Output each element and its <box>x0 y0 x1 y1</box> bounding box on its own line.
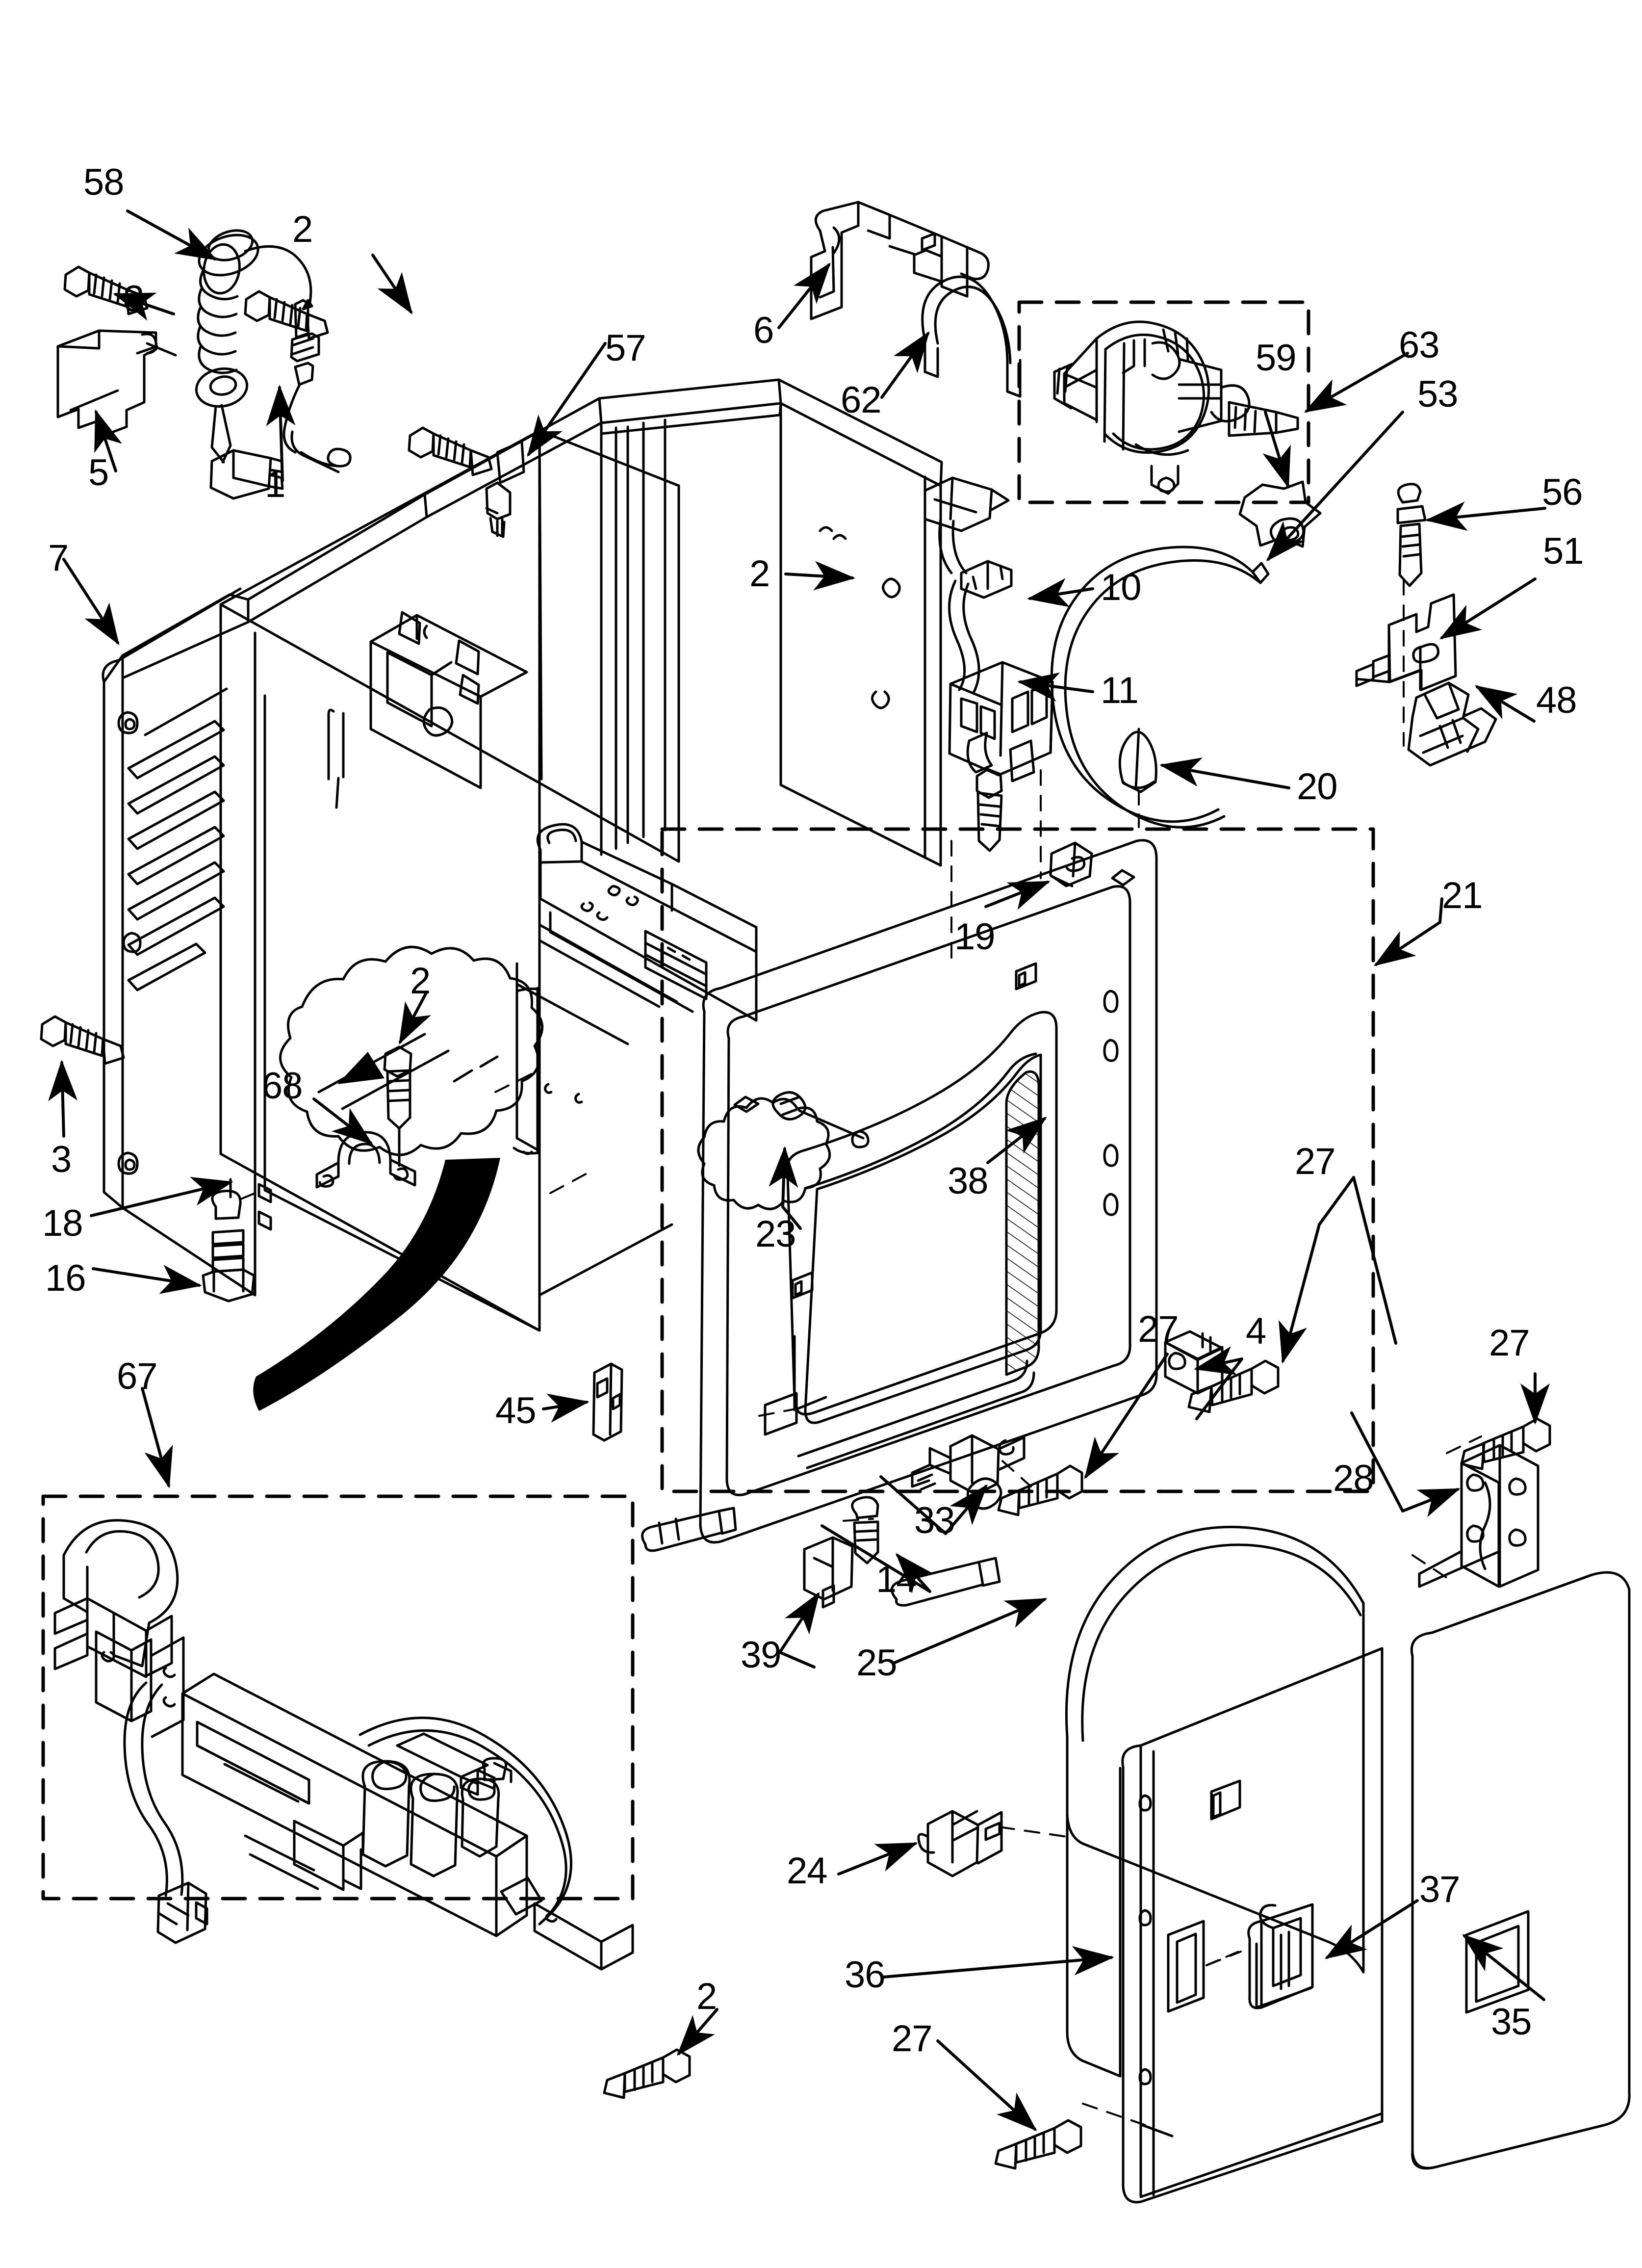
part-39-bumper <box>803 1496 879 1609</box>
callout-2-b[interactable]: 2 <box>749 553 770 595</box>
callout-6[interactable]: 6 <box>753 310 774 351</box>
callout-28[interactable]: 28 <box>1333 1458 1374 1499</box>
callout-2-a[interactable]: 2 <box>292 209 313 250</box>
part-19-clip <box>1049 841 1093 887</box>
leader-stubs <box>778 897 1443 1668</box>
part-25-door-seal <box>1065 1526 1365 2078</box>
part-57-strain-relief <box>1355 593 1457 691</box>
callout-3-a[interactable]: 3 <box>124 278 144 320</box>
part-6-bracket <box>810 201 990 320</box>
part-2-screw-b <box>408 426 493 476</box>
part-27-screw-c <box>1460 1417 1551 1470</box>
part-28-hinge <box>1418 1444 1539 1588</box>
part-37-door-handle <box>1167 1903 1314 2013</box>
callout-24[interactable]: 24 <box>787 1850 828 1892</box>
callout-2-c[interactable]: 2 <box>410 960 431 1002</box>
callout-33[interactable]: 33 <box>914 1500 955 1541</box>
callout-67[interactable]: 67 <box>117 1356 158 1397</box>
callout-5[interactable]: 5 <box>88 452 109 494</box>
callout-62[interactable]: 63 <box>1399 324 1440 366</box>
part-10-door-switch <box>924 476 1054 782</box>
callout-35[interactable]: 36 <box>845 1954 886 1996</box>
leader-lines <box>48 209 1550 2132</box>
part-62-drive-motor <box>1053 320 1299 495</box>
callout-57[interactable]: 51 <box>1543 530 1584 572</box>
callout-11[interactable]: 11 <box>1101 670 1139 711</box>
part-5-terminal-cover <box>56 329 177 439</box>
callout-10[interactable]: 10 <box>1101 567 1142 608</box>
part-67-burner-dashed-box <box>41 1494 635 1901</box>
flow-arrow-burner <box>253 1052 500 1411</box>
callout-27-d[interactable]: 27 <box>892 2018 933 2059</box>
callout-37[interactable]: 37 <box>1419 1869 1461 1910</box>
callout-27-c[interactable]: 27 <box>1489 1322 1530 1364</box>
callout-23[interactable]: 23 <box>755 1213 796 1255</box>
part-20-push-pin <box>1118 728 1157 834</box>
alignment-lines <box>231 579 1482 2126</box>
callout-2-d[interactable]: 2 <box>696 1976 717 2017</box>
callout-18[interactable]: 18 <box>42 1202 83 1244</box>
callout-63[interactable]: 62 <box>841 379 882 421</box>
part-24-door-catch <box>917 1810 1003 1877</box>
callout-19[interactable]: 19 <box>954 916 996 958</box>
callout-68[interactable]: 68 <box>262 1065 303 1107</box>
part-1-thermal-fuse <box>282 299 352 473</box>
part-23-seal-screw-bubble <box>697 1091 870 1210</box>
part-11-screw <box>975 768 1003 852</box>
callout-7[interactable]: 7 <box>48 537 69 579</box>
callout-39[interactable]: 39 <box>741 1634 782 1676</box>
callout-59[interactable]: 59 <box>1256 337 1297 379</box>
callout-38[interactable]: 38 <box>948 1160 989 1202</box>
part-7-cabinet-assembly <box>102 378 943 1332</box>
callout-21[interactable]: 21 <box>1442 875 1483 916</box>
part-53-terminal-block <box>1407 681 1497 767</box>
part-45-power-cord <box>195 229 313 500</box>
part-3-screw-lower <box>40 1015 125 1065</box>
callout-27-a[interactable]: 27 <box>1295 1141 1336 1182</box>
callout-27-b[interactable]: 27 <box>1138 1308 1179 1350</box>
part-14-front-panel <box>699 839 1158 1544</box>
part-67-gas-burner-assembly <box>53 1507 1001 1971</box>
callout-53[interactable]: 48 <box>1536 679 1577 721</box>
callout-45[interactable]: 58 <box>83 161 125 203</box>
part-27-screw-d <box>994 2119 1082 2170</box>
part-27-screw-b <box>997 1464 1083 1516</box>
callout-58[interactable]: 56 <box>1542 471 1583 513</box>
callout-1[interactable]: 1 <box>265 464 285 505</box>
callout-48[interactable]: 45 <box>495 1390 537 1432</box>
part-35-door-liner <box>1121 1647 1384 2204</box>
part-2-screw-a <box>244 290 329 340</box>
part-62-motor-dashed-box <box>1017 300 1310 504</box>
callout-3-b[interactable]: 3 <box>51 1139 72 1180</box>
callout-51[interactable]: 57 <box>605 327 646 369</box>
callout-36[interactable]: 35 <box>1491 2001 1532 2043</box>
callout-25[interactable]: 25 <box>856 1642 898 1684</box>
part-58-screw <box>1396 483 1427 587</box>
callout-56[interactable]: 53 <box>1417 373 1459 415</box>
callout-20[interactable]: 20 <box>1297 766 1338 808</box>
callout-14[interactable]: 14 <box>876 1559 917 1600</box>
callout-4[interactable]: 4 <box>1246 1310 1266 1352</box>
part-63-idler-arm <box>921 275 1022 398</box>
part-33-door-strike <box>911 1434 1026 1510</box>
part-48-clip <box>592 1362 623 1442</box>
callout-16[interactable]: 16 <box>45 1257 86 1299</box>
part-2-screw-d <box>603 2048 691 2099</box>
